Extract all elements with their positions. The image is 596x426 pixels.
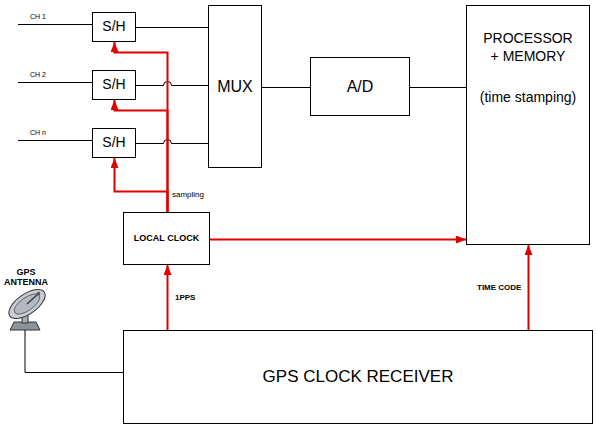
sample-hold-box: S/H (92, 70, 136, 100)
time-code-line (528, 245, 530, 330)
sampling-clock-line (115, 158, 168, 212)
sample-hold-box: S/H (92, 128, 136, 158)
node-text: PROCESSOR + MEMORY (483, 30, 572, 65)
channel-label: CH n (30, 129, 46, 137)
node-text: GPS CLOCK RECEIVER (263, 366, 454, 387)
clock-line (210, 239, 466, 241)
signal-label: 1PPS (174, 293, 196, 303)
sampling-clock-line (115, 42, 168, 212)
signal-wire (136, 82, 208, 86)
converter-box: A/D (310, 57, 410, 116)
node-text: (time stamping) (480, 89, 576, 107)
node-text: LOCAL CLOCK (134, 233, 199, 244)
node-text: S/H (102, 134, 125, 152)
antenna-icon (4, 284, 50, 330)
signal-wire (262, 87, 310, 88)
node-text: A/D (347, 77, 374, 97)
multiplexer-box: MUX (208, 5, 262, 168)
channel-label: CH 2 (30, 71, 46, 79)
channel-input-wire (18, 82, 92, 83)
signal-label: TIME CODE (476, 283, 522, 293)
antenna-label: GPS ANTENNA (4, 267, 48, 288)
sample-hold-box: S/H (92, 12, 136, 42)
signal-wire (136, 27, 208, 28)
channel-input-wire (18, 24, 92, 25)
channel-label: CH 1 (30, 13, 46, 21)
pps-line (167, 265, 169, 330)
node-text: MUX (217, 77, 253, 97)
local-clock-box: LOCAL CLOCK (123, 212, 210, 265)
node-text: S/H (102, 18, 125, 36)
signal-wire (410, 87, 466, 88)
signal-wire (136, 140, 208, 144)
antenna-cable (25, 330, 123, 373)
receiver-box: GPS CLOCK RECEIVER (123, 330, 593, 424)
channel-input-wire (18, 140, 92, 141)
processor-box: PROCESSOR + MEMORY (time stamping) (466, 5, 590, 245)
node-text: S/H (102, 76, 125, 94)
signal-label: sampling (172, 190, 204, 199)
